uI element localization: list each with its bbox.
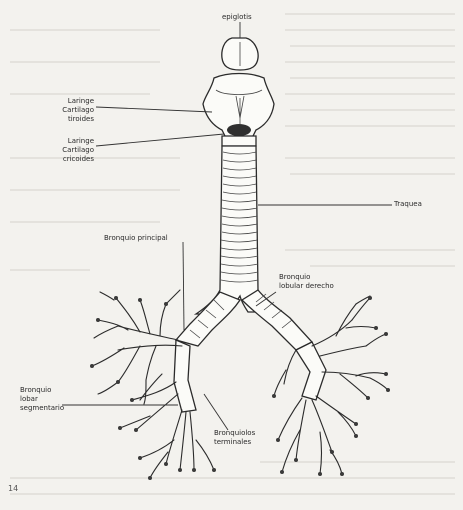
label-larynx-thyroid-line2: Cartilago tiroides bbox=[40, 106, 94, 124]
label-segmental-bronchus: Bronquio lobar segmentario bbox=[20, 386, 64, 413]
label-segmental-line3: segmentario bbox=[20, 404, 64, 413]
label-right-bronchus-line2: lobular derecho bbox=[279, 282, 334, 291]
right-main-bronchus bbox=[242, 290, 312, 350]
page-number: 14 bbox=[8, 484, 18, 493]
label-segmental-line1: Bronquio bbox=[20, 386, 64, 395]
label-larynx-cricoid: Laringe Cartilago cricoides bbox=[40, 137, 94, 164]
label-segmental-line2: lobar bbox=[20, 395, 64, 404]
label-terminal-bronchioles: Bronquiolos terminales bbox=[214, 429, 255, 447]
label-right-bronchus-line1: Bronquio bbox=[279, 273, 334, 282]
label-main-bronchus: Bronquio principal bbox=[104, 234, 168, 243]
label-larynx-thyroid: Laringe Cartilago tiroides bbox=[40, 97, 94, 124]
label-right-bronchus: Bronquio lobular derecho bbox=[279, 273, 334, 291]
label-larynx-cricoid-line2: Cartilago cricoides bbox=[40, 146, 94, 164]
label-terminal-line2: terminales bbox=[214, 438, 255, 447]
label-trachea: Traquea bbox=[394, 200, 422, 209]
label-larynx-thyroid-line1: Laringe bbox=[40, 97, 94, 106]
label-terminal-line1: Bronquiolos bbox=[214, 429, 255, 438]
label-larynx-cricoid-line1: Laringe bbox=[40, 137, 94, 146]
label-epiglottis: epiglotis bbox=[222, 13, 252, 22]
trachea-tube bbox=[196, 146, 282, 314]
left-main-bronchus bbox=[176, 292, 240, 346]
cricoid-cartilage bbox=[227, 124, 251, 136]
